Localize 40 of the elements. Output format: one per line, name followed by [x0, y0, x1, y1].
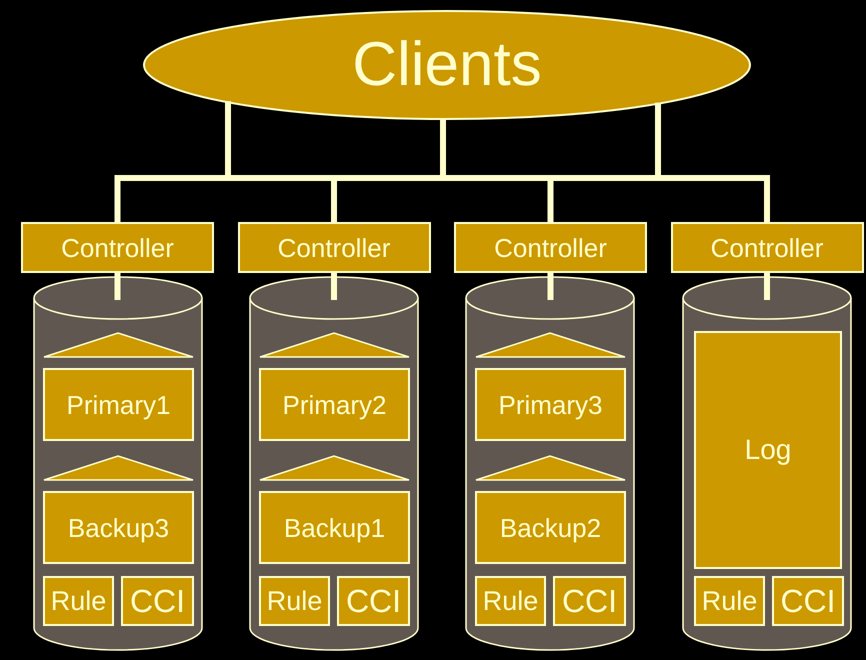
node-label: Rule	[50, 588, 106, 614]
controller-box	[238, 222, 430, 273]
node-label: Rule	[482, 588, 538, 614]
node-label: Clients	[352, 34, 542, 96]
node-label: Backup3	[68, 514, 170, 540]
clients-ellipse	[143, 10, 751, 120]
controller-box	[454, 222, 647, 273]
cci-box	[337, 576, 410, 626]
node-label: CCI	[346, 585, 402, 617]
primary-box	[43, 368, 194, 441]
node-label: Primary2	[282, 392, 386, 418]
backup-box	[475, 491, 626, 564]
node-label: Rule	[266, 588, 322, 614]
primary-box	[475, 368, 626, 441]
node-label: Controller	[710, 234, 824, 260]
node-label: Backup1	[284, 514, 386, 540]
node-label: Rule	[702, 588, 758, 614]
node-label: Controller	[61, 234, 174, 260]
log-box	[694, 331, 842, 569]
node-label: Controller	[494, 234, 607, 260]
node-label: CCI	[780, 585, 836, 617]
cci-box	[121, 576, 194, 626]
node-label: Controller	[278, 234, 390, 260]
node-label: Primary1	[66, 392, 170, 418]
node-label: CCI	[130, 585, 186, 617]
node-label: CCI	[562, 585, 618, 617]
node-label: Primary3	[498, 392, 602, 418]
backup-box	[259, 491, 410, 564]
node-label: Backup2	[500, 514, 602, 540]
cci-box	[772, 576, 844, 626]
connector-line	[114, 273, 120, 300]
controller-box	[21, 222, 214, 273]
primary-box	[259, 368, 410, 441]
connector-line	[764, 273, 770, 300]
connector-line	[548, 273, 554, 300]
connector-line	[331, 273, 337, 300]
controller-box	[670, 222, 864, 273]
node-label: Log	[744, 436, 792, 464]
cci-box	[553, 576, 626, 626]
backup-box	[43, 491, 194, 564]
